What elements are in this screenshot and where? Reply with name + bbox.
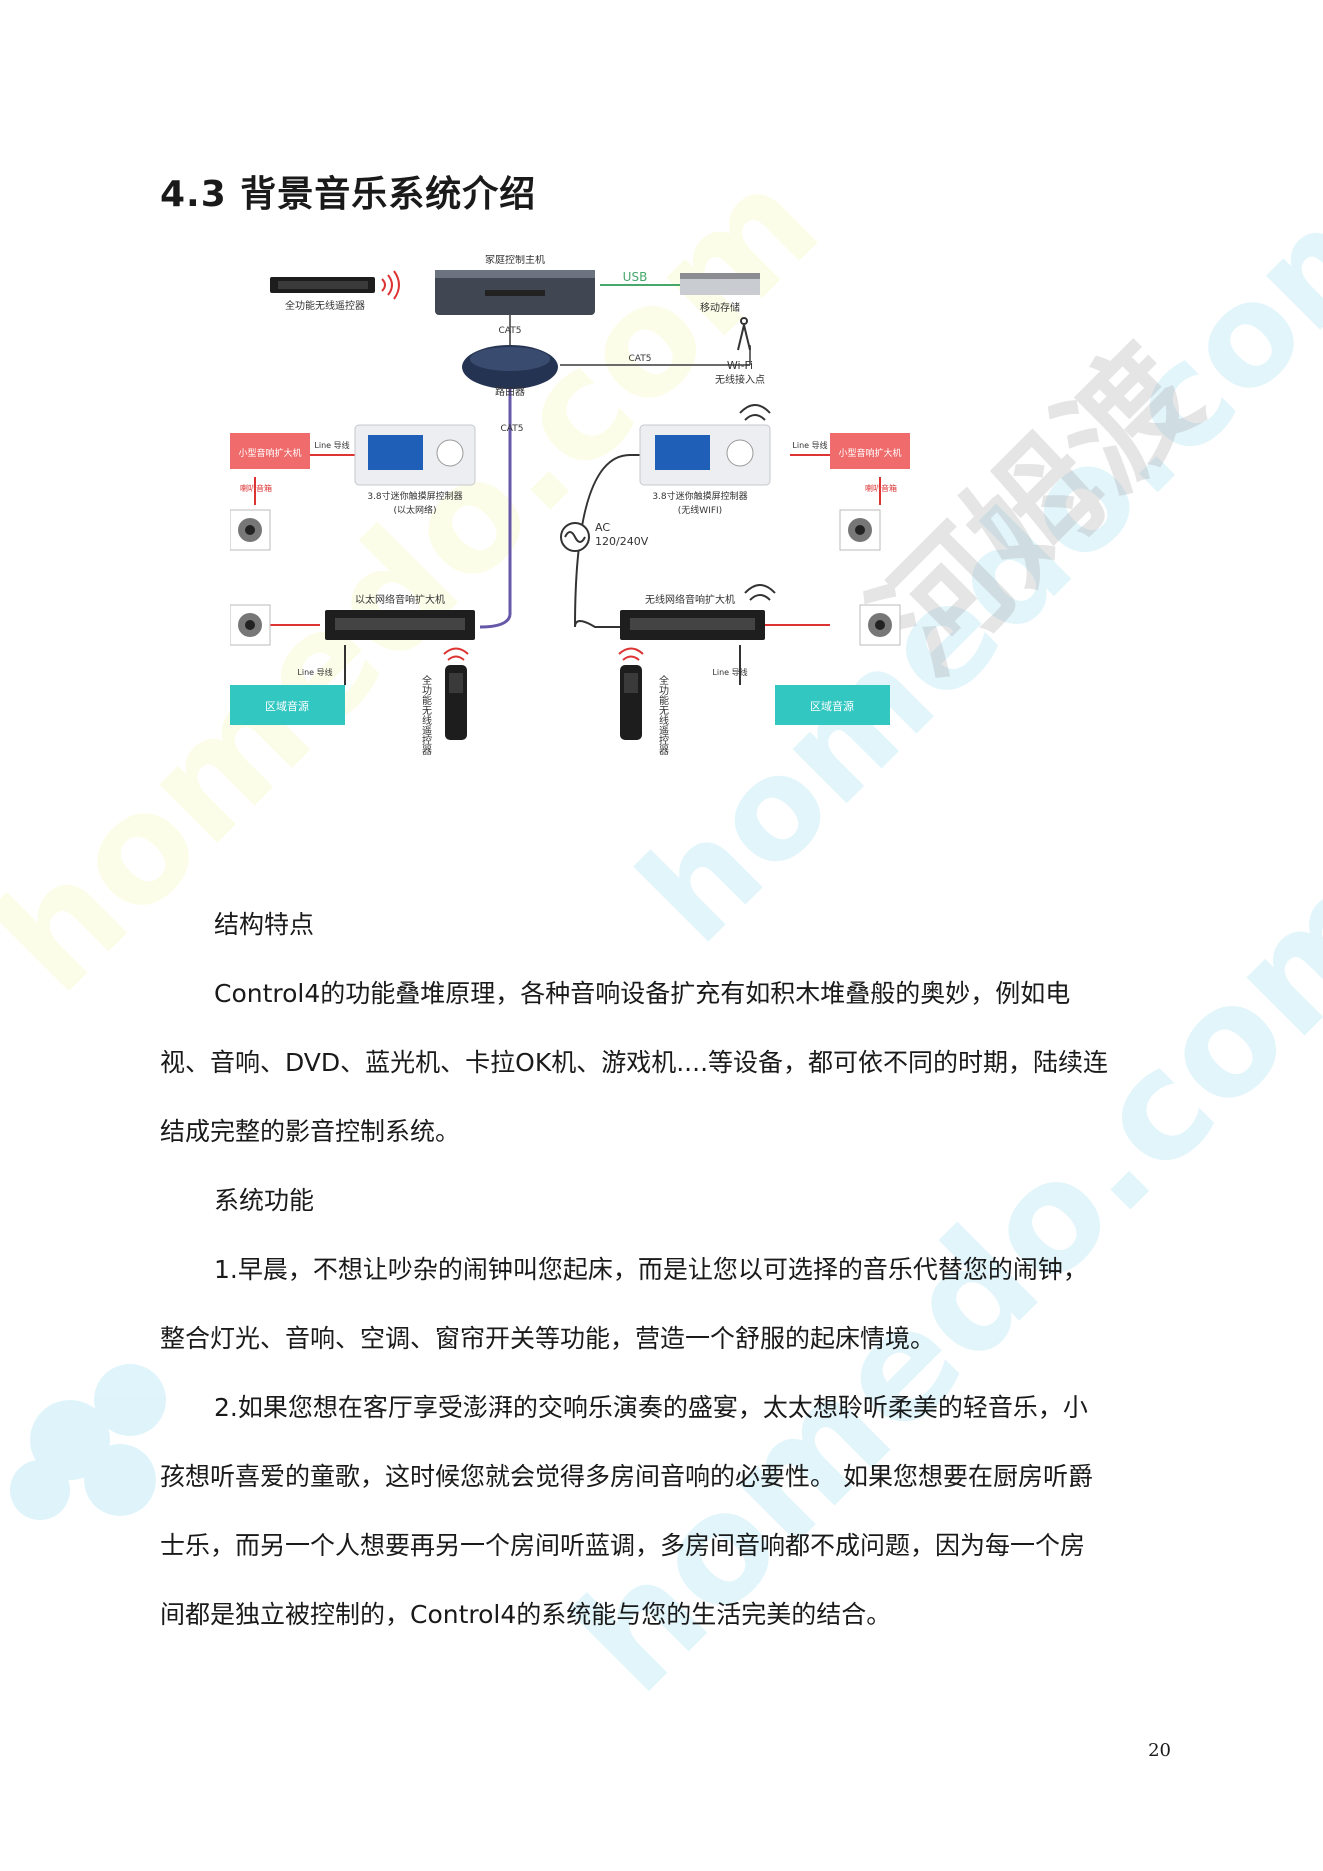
remote-bottom-left xyxy=(445,665,467,740)
label-remote-right: 全功能无线遥控器 xyxy=(657,674,669,756)
label-remote-top: 全功能无线遥控器 xyxy=(285,299,365,312)
zone-source-right: 区域音源 xyxy=(775,685,890,725)
body-text: 结构特点 Control4的功能叠堆原理，各种音响设备扩充有如积木堆叠般的奥妙，… xyxy=(160,890,1160,1649)
zone-source-left: 区域音源 xyxy=(230,685,345,725)
para1-line3: 结成完整的影音控制系统。 xyxy=(160,1117,461,1146)
label-line-in-left: Line 导线 xyxy=(314,440,349,450)
para2-line1: 1.早晨，不想让吵杂的闹钟叫您起床，而是让您以可选择的音乐代替您的闹钟， xyxy=(214,1255,1088,1284)
page-number: 20 xyxy=(1148,1740,1171,1761)
touch-panel-right xyxy=(639,424,771,486)
ethernet-amplifier xyxy=(325,610,475,640)
small-amp-left: 小型音响扩大机 xyxy=(230,433,310,469)
heading-structure: 结构特点 xyxy=(214,910,315,939)
svg-text:小型音响扩大机: 小型音响扩大机 xyxy=(238,447,301,459)
touch-panel-left xyxy=(354,424,476,486)
label-wifi-ap: 无线接入点 xyxy=(715,373,765,386)
speaker-right-top xyxy=(839,509,881,551)
label-speaker-right: 喇叭音箱 xyxy=(865,483,897,493)
label-wifi: Wi-Fi xyxy=(727,359,753,372)
label-cat5-b: CAT5 xyxy=(629,354,652,364)
label-cat5-a: CAT5 xyxy=(499,326,522,336)
para3-line2: 孩想听喜爱的童歌，这时候您就会觉得多房间音响的必要性。 如果您想要在厨房听爵 xyxy=(160,1462,1093,1491)
wireless-signal-icon-remote-left xyxy=(443,647,469,661)
wireless-signal-icon-panel xyxy=(739,404,771,421)
svg-text:区域音源: 区域音源 xyxy=(265,699,309,713)
svg-text:区域音源: 区域音源 xyxy=(810,699,854,713)
wireless-signal-icon xyxy=(381,270,400,300)
label-cat5-c: CAT5 xyxy=(501,424,524,434)
watermark-flower-icon xyxy=(10,1364,166,1520)
ac-power-icon xyxy=(560,522,590,552)
wireless-amplifier xyxy=(620,610,765,640)
label-panel-right: 3.8寸迷你触摸屏控制器 xyxy=(652,490,747,502)
label-usb: USB xyxy=(623,270,648,284)
wireless-signal-icon-amp xyxy=(744,584,776,601)
para3-line3: 士乐，而另一个人想要再另一个房间听蓝调，多房间音响都不成问题，因为每一个房 xyxy=(160,1531,1086,1560)
page-title: 4.3 背景音乐系统介绍 xyxy=(160,174,537,215)
label-speaker-left: 喇叭音箱 xyxy=(240,483,272,493)
label-line-right: Line 导线 xyxy=(712,667,747,677)
label-panel-right-sub: (无线WIFI) xyxy=(678,504,722,516)
label-ac: AC xyxy=(595,521,610,534)
home-control-host xyxy=(435,270,595,315)
remote-bottom-right xyxy=(620,665,642,740)
para1-line2: 视、音响、DVD、蓝光机、卡拉OK机、游戏机....等设备，都可依不同的时期，陆… xyxy=(160,1048,1109,1077)
speaker-right-bottom xyxy=(859,604,901,646)
mobile-storage xyxy=(680,273,760,295)
para3-line1: 2.如果您想在客厅享受澎湃的交响乐演奏的盛宴，太太想聆听柔美的轻音乐，小 xyxy=(214,1393,1088,1422)
svg-text:小型音响扩大机: 小型音响扩大机 xyxy=(838,447,901,459)
router xyxy=(462,345,558,389)
heading-functions: 系统功能 xyxy=(214,1186,315,1215)
label-panel-left-sub: (以太网络) xyxy=(393,504,436,516)
system-diagram: 家庭控制主机 全功能无线遥控器 USB 移动存储 CAT5 路由器 CAT5 W… xyxy=(230,255,910,756)
small-amp-right: 小型音响扩大机 xyxy=(830,433,910,469)
label-line-in-right: Line 导线 xyxy=(792,440,827,450)
wireless-signal-icon-remote-right xyxy=(618,647,644,661)
para2-line2: 整合灯光、音响、空调、窗帘开关等功能，营造一个舒服的起床情境。 xyxy=(160,1324,936,1353)
label-amp-right: 无线网络音响扩大机 xyxy=(645,593,735,606)
para3-line4: 间都是独立被控制的，Control4的系统能与您的生活完美的结合。 xyxy=(160,1600,892,1629)
label-ac-voltage: 120/240V xyxy=(595,535,649,548)
label-host: 家庭控制主机 xyxy=(485,255,545,266)
wifi-antenna-icon xyxy=(737,317,751,351)
para1-line1: Control4的功能叠堆原理，各种音响设备扩充有如积木堆叠般的奥妙，例如电 xyxy=(214,979,1071,1008)
label-router: 路由器 xyxy=(495,385,525,398)
label-storage: 移动存储 xyxy=(700,301,740,314)
speaker-left-bottom xyxy=(230,604,271,646)
label-panel-left: 3.8寸迷你触摸屏控制器 xyxy=(367,490,462,502)
speaker-left-top xyxy=(230,509,271,551)
label-line-left: Line 导线 xyxy=(297,667,332,677)
label-amp-left: 以太网络音响扩大机 xyxy=(355,593,445,606)
label-remote-left: 全功能无线遥控器 xyxy=(420,674,432,756)
remote-top xyxy=(270,277,375,293)
